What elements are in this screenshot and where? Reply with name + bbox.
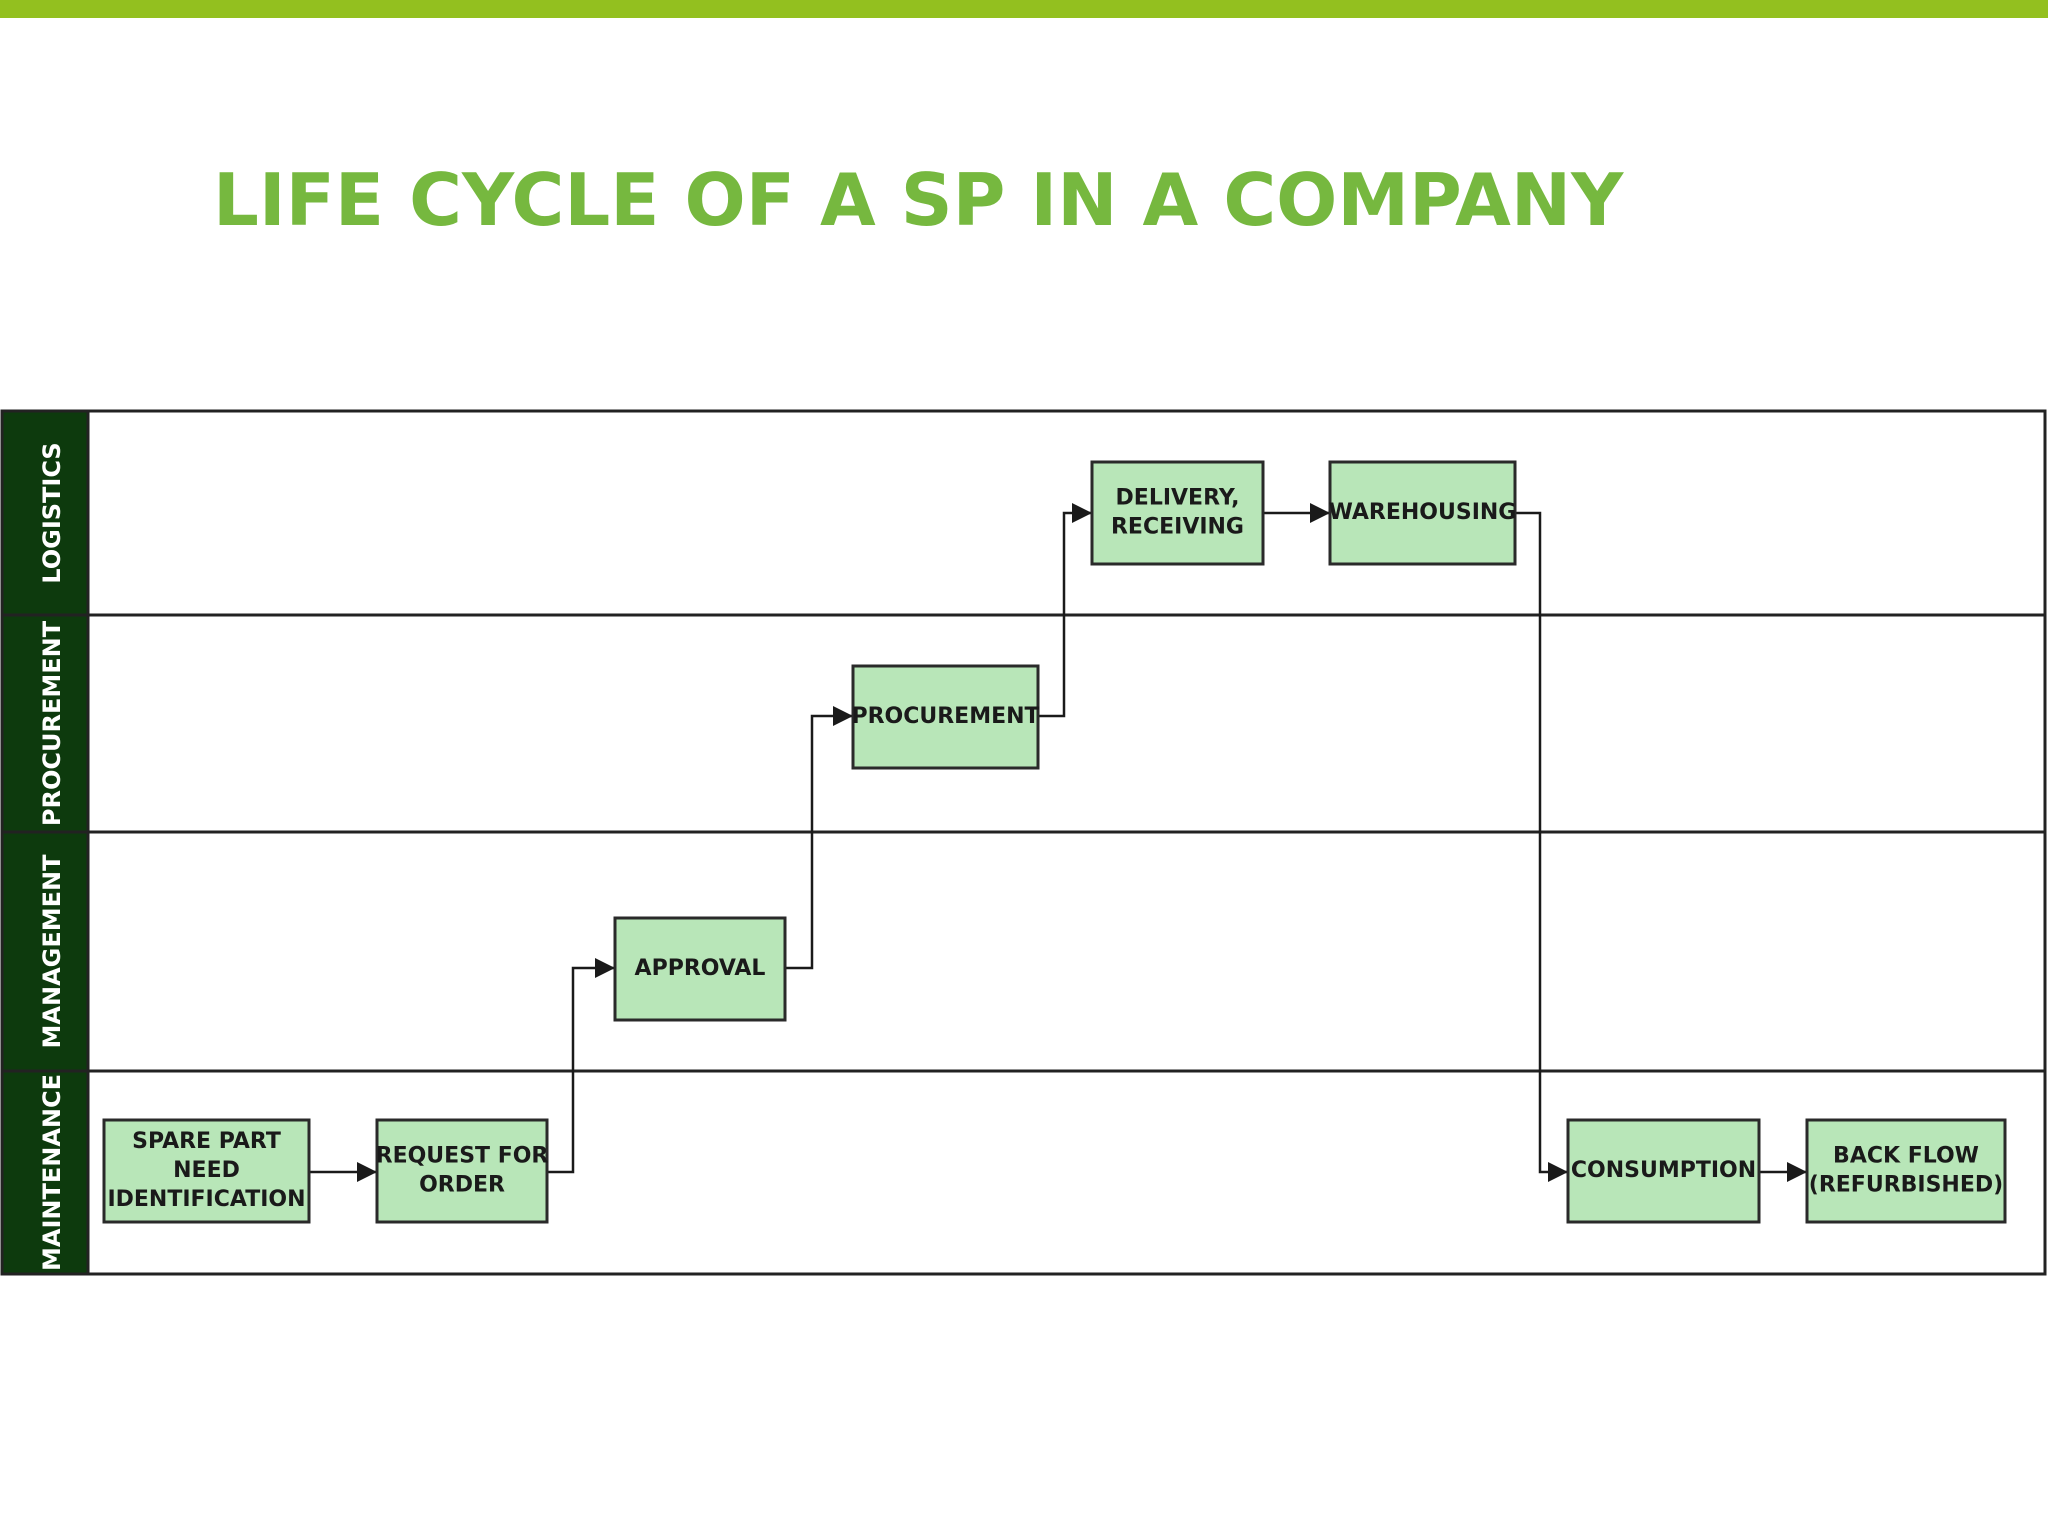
step-label-line: WAREHOUSING: [1329, 500, 1517, 525]
lane-header-management: [0, 830, 90, 1073]
step-label-line: (REFURBISHED): [1809, 1173, 2003, 1198]
step-box-delivery-receiving: [1090, 460, 1265, 566]
step-label-line: NEED: [173, 1158, 240, 1183]
step-spare-part-need-identification: SPARE PART NEED IDENTIFICATION: [102, 1118, 311, 1224]
lane-management: MANAGEMENT: [0, 830, 2047, 1073]
step-label-line: RECEIVING: [1111, 515, 1244, 540]
flow-arrow-warehousing-to-consumption: [1515, 511, 1568, 1182]
lane-label-procurement: PROCUREMENT: [38, 620, 66, 826]
step-label-line: APPROVAL: [635, 956, 766, 981]
step-box-back-flow-refurbished: [1805, 1118, 2007, 1224]
flow-arrow-request-for-order-to-approval: [547, 958, 615, 1174]
flow-arrow-procurement-to-delivery-receiving: [1038, 503, 1092, 718]
lane-logistics: LOGISTICS: [0, 409, 2047, 617]
step-box-warehousing: [1328, 460, 1517, 566]
step-label-line: SPARE PART: [132, 1129, 281, 1154]
step-box-spare-part-need-identification: [102, 1118, 311, 1224]
step-delivery-receiving: DELIVERY, RECEIVING: [1090, 460, 1265, 566]
step-label-line: CONSUMPTION: [1571, 1158, 1756, 1183]
page-title: LIFE CYCLE OF A SP IN A COMPANY: [213, 158, 1624, 242]
step-box-consumption: [1566, 1118, 1761, 1224]
lane-row-procurement: [86, 613, 2047, 834]
step-label-line: ORDER: [419, 1173, 505, 1198]
step-box-procurement: [851, 664, 1040, 770]
step-label-line: IDENTIFICATION: [107, 1187, 305, 1212]
step-back-flow-refurbished: BACK FLOW (REFURBISHED): [1805, 1118, 2007, 1224]
accent-bar: [0, 0, 2048, 18]
lane-label-management: MANAGEMENT: [38, 854, 66, 1049]
step-procurement: PROCUREMENT: [851, 664, 1040, 770]
step-consumption: CONSUMPTION: [1566, 1118, 1761, 1224]
step-approval: APPROVAL: [613, 916, 787, 1022]
step-label-line: REQUEST FOR: [376, 1144, 549, 1169]
step-label-line: PROCUREMENT: [851, 704, 1039, 729]
step-label-line: DELIVERY,: [1116, 486, 1240, 511]
flow-arrow-approval-to-procurement: [785, 706, 853, 970]
step-request-for-order: REQUEST FOR ORDER: [375, 1118, 549, 1224]
step-box-approval: [613, 916, 787, 1022]
step-warehousing: WAREHOUSING: [1328, 460, 1517, 566]
lane-row-management: [86, 830, 2047, 1073]
lane-header-maintenance: [0, 1069, 90, 1276]
lane-header-logistics: [0, 409, 90, 617]
lane-label-logistics: LOGISTICS: [38, 442, 66, 583]
lane-label-maintenance: MAINTENANCE: [38, 1074, 66, 1271]
step-box-request-for-order: [375, 1118, 549, 1224]
step-label-line: BACK FLOW: [1833, 1144, 1979, 1169]
